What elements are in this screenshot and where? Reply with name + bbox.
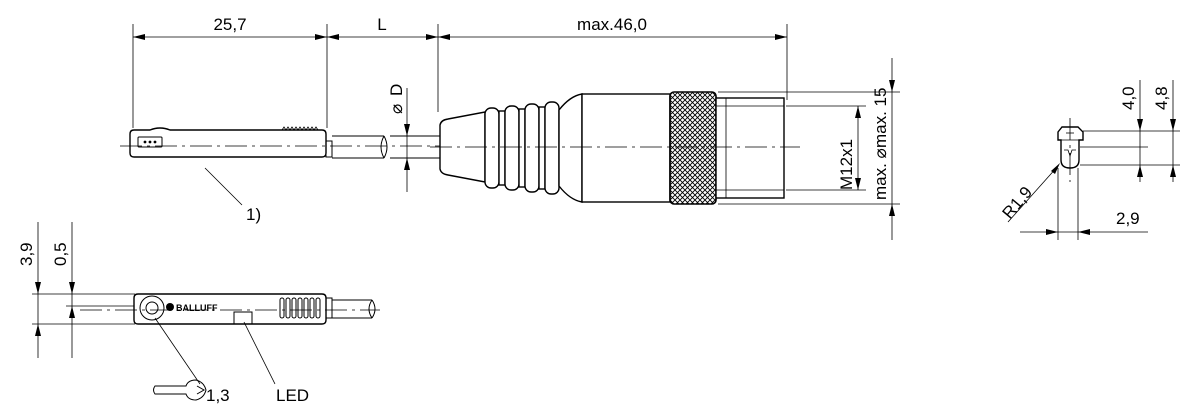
brand-logo: BALLUFF bbox=[176, 303, 218, 313]
dim-radius: R1,9 bbox=[999, 183, 1037, 223]
dim-cable-length: L bbox=[377, 15, 386, 34]
dim-sensor-length: 25,7 bbox=[213, 15, 246, 34]
dim-connector-length: max.46,0 bbox=[577, 15, 647, 34]
dim-height-small: 4,0 bbox=[1119, 86, 1138, 110]
dim-thread: M12x1 bbox=[837, 139, 856, 190]
dim-cable-diameter-symbol: ⌀ bbox=[387, 104, 406, 114]
dim-sensor-height: 3,9 bbox=[17, 242, 36, 266]
sensor-top-view: 1) bbox=[120, 126, 440, 224]
dim-connector-diameter-prefix: max. ⌀ bbox=[871, 148, 890, 200]
grip-slots bbox=[279, 297, 321, 319]
dim-width-profile: 2,9 bbox=[1116, 209, 1140, 228]
dim-height-large: 4,8 bbox=[1152, 86, 1171, 110]
sensor-side-view: 3,9 0,5 BALLUFF bbox=[17, 222, 380, 405]
dim-connector-diameter: max. 15 bbox=[871, 88, 890, 148]
callout-led: LED bbox=[276, 386, 309, 405]
dim-screw-size: 1,3 bbox=[206, 386, 230, 405]
dim-cable-diameter: D bbox=[387, 84, 406, 96]
top-dimensions: 25,7 L max.46,0 bbox=[132, 15, 788, 128]
callout-note-1: 1) bbox=[246, 205, 261, 224]
dim-offset: 0,5 bbox=[51, 242, 70, 266]
wrench-icon bbox=[153, 379, 207, 401]
connector-side-dimensions: M12x1 max. ⌀ max. 15 bbox=[718, 58, 900, 240]
connector bbox=[430, 91, 800, 205]
profile-view: 4,0 4,8 R1,9 2,9 bbox=[999, 80, 1180, 240]
cable: ⌀ D bbox=[332, 84, 448, 192]
